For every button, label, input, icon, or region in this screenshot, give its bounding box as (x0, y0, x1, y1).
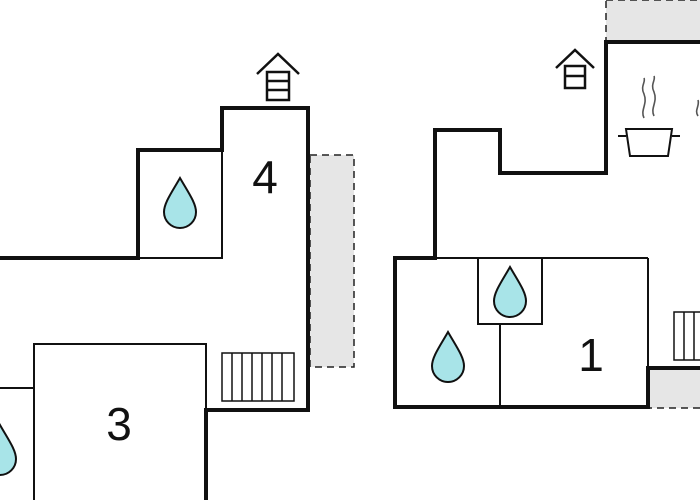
radiator-icon (221, 352, 295, 402)
cooking-pot-icon (618, 75, 700, 157)
balcony-right (647, 367, 700, 409)
water-drop-icon (162, 175, 198, 229)
room-number-3: 3 (106, 398, 132, 450)
room-number-1: 1 (578, 329, 604, 381)
room-4-inner-wall (138, 150, 223, 259)
room-number-4: 4 (252, 151, 278, 203)
right-building-upper-walls (393, 40, 700, 260)
house-entrance-icon (256, 52, 300, 102)
water-drop-icon (492, 264, 528, 318)
small-bathroom-walls (0, 387, 35, 500)
left-building-walls (0, 106, 310, 500)
right-building-lower-walls (393, 256, 700, 409)
house-entrance-icon (555, 48, 595, 90)
water-drop-icon (0, 422, 18, 476)
radiator-icon (673, 311, 700, 361)
water-drop-icon (430, 329, 466, 383)
balcony-left (309, 154, 355, 368)
small-bath-cubicle (477, 257, 543, 325)
balcony-top-right (605, 0, 700, 43)
